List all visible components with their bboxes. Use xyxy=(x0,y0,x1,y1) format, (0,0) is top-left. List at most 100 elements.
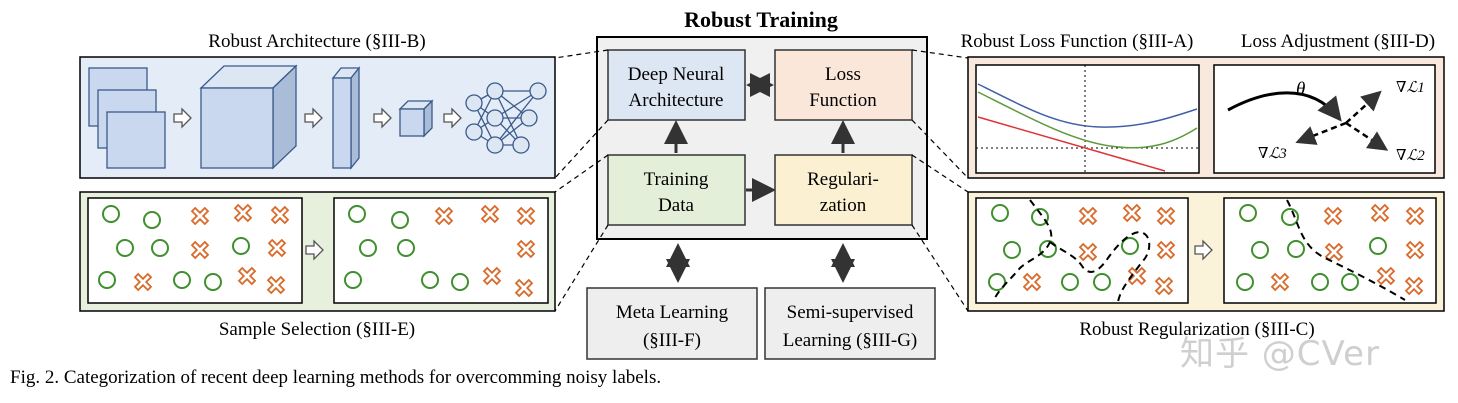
loss-line2: Function xyxy=(809,90,877,111)
clean-sample-circle xyxy=(151,239,169,257)
dashed-connectors xyxy=(554,49,969,312)
dnn-line1: Deep Neural xyxy=(628,64,725,85)
figure-caption: Fig. 2. Categorization of recent deep le… xyxy=(10,367,662,388)
robust-architecture-title: Robust Architecture (§III-B) xyxy=(208,31,425,52)
clean-sample-circle xyxy=(421,271,439,289)
noisy-sample-cross xyxy=(434,206,454,226)
clean-sample-circle xyxy=(1061,273,1079,291)
noisy-sample-cross xyxy=(1127,266,1147,286)
samples-after xyxy=(344,204,536,298)
clean-sample-circle xyxy=(1251,241,1269,259)
box-regularization: Regulari- zation xyxy=(774,154,913,226)
smooth-decision-boundary xyxy=(1286,199,1406,301)
noisy-sample-cross xyxy=(1270,272,1290,292)
data-line2: Data xyxy=(658,195,694,216)
robust-loss-function-title: Robust Loss Function (§III-A) xyxy=(961,31,1194,52)
clean-sample-circle xyxy=(1031,208,1049,226)
clean-sample-circle xyxy=(1093,273,1111,291)
clean-sample-circle xyxy=(1239,204,1257,222)
robust-regularization-title: Robust Regularization (§III-C) xyxy=(1079,319,1314,340)
noisy-sample-cross xyxy=(516,206,536,226)
clean-sample-circle xyxy=(1121,237,1139,255)
clean-sample-circle xyxy=(143,211,161,229)
noisy-sample-cross xyxy=(133,272,153,292)
clean-sample-circle xyxy=(173,271,191,289)
semi-line2: Learning (§III-G) xyxy=(783,330,918,351)
noisy-sample-cross xyxy=(1324,242,1344,262)
meta-line1: Meta Learning xyxy=(616,302,729,323)
noisy-sample-cross xyxy=(1078,242,1098,262)
noisy-sample-cross xyxy=(1078,206,1098,226)
clean-sample-circle xyxy=(1039,240,1057,258)
box-deep-neural-architecture: Deep Neural Architecture xyxy=(607,49,746,121)
loss-adjustment-title: Loss Adjustment (§III-D) xyxy=(1241,31,1435,52)
clean-sample-circle xyxy=(204,273,222,291)
hollow-arrow-selection xyxy=(305,239,324,261)
clean-sample-circle xyxy=(232,237,250,255)
noisy-sample-cross xyxy=(1122,203,1142,223)
clean-sample-circle xyxy=(1369,237,1387,255)
noisy-sample-cross xyxy=(237,266,257,286)
noisy-sample-cross xyxy=(1154,276,1174,296)
noisy-sample-cross xyxy=(1022,272,1042,292)
data-line1: Training xyxy=(644,169,709,190)
noisy-sample-cross xyxy=(270,205,290,225)
clean-sample-circle xyxy=(991,204,1009,222)
noisy-sample-cross xyxy=(190,206,210,226)
noisy-sample-cross xyxy=(480,204,500,224)
gradient-adjustment-illustration xyxy=(1227,90,1389,151)
clean-sample-circle xyxy=(102,205,120,223)
clean-sample-circle xyxy=(1341,273,1359,291)
robust-training-title: Robust Training xyxy=(684,7,838,32)
clean-sample-circle xyxy=(348,205,366,223)
box-meta-learning: Meta Learning (§III-F) xyxy=(586,287,758,360)
box-loss-function: Loss Function xyxy=(774,49,913,121)
noisy-sample-cross xyxy=(1156,240,1176,260)
clean-sample-circle xyxy=(359,239,377,257)
reg-line1: Regulari- xyxy=(807,169,879,190)
dnn-line2: Architecture xyxy=(629,90,724,111)
noisy-sample-cross xyxy=(1156,206,1176,226)
noisy-sample-cross xyxy=(1376,266,1396,286)
box-training-data: Training Data xyxy=(607,154,746,226)
clean-sample-circle xyxy=(397,239,415,257)
clean-sample-circle xyxy=(98,271,116,289)
noisy-sample-cross xyxy=(1405,206,1425,226)
loss-line1: Loss xyxy=(825,64,861,85)
reg-samples-after xyxy=(1236,203,1425,296)
noisy-sample-cross xyxy=(1404,276,1424,296)
noisy-sample-cross xyxy=(516,239,536,259)
neural-network-icon xyxy=(465,82,547,154)
clean-sample-circle xyxy=(391,211,409,229)
loss-curves xyxy=(976,65,1199,173)
noisy-sample-cross xyxy=(1323,206,1343,226)
noisy-sample-cross xyxy=(266,275,286,295)
meta-line2: (§III-F) xyxy=(643,330,701,351)
grad-l3-label: ∇ℒ3 xyxy=(1258,146,1287,162)
clean-sample-circle xyxy=(1236,273,1254,291)
noisy-sample-cross xyxy=(190,240,210,260)
watermark: 知乎 @CVer xyxy=(1180,334,1381,374)
noisy-sample-cross xyxy=(233,203,253,223)
grad-l2-label: ∇ℒ2 xyxy=(1396,148,1425,164)
noisy-sample-cross xyxy=(1370,203,1390,223)
box-semi-supervised: Semi-supervised Learning (§III-G) xyxy=(764,287,936,360)
complex-decision-boundary xyxy=(993,199,1151,303)
theta-label: θ xyxy=(1296,79,1305,100)
noisy-sample-cross xyxy=(1405,240,1425,260)
clean-sample-circle xyxy=(116,239,134,257)
clean-sample-circle xyxy=(451,273,469,291)
clean-sample-circle xyxy=(1311,273,1329,291)
samples-before xyxy=(98,203,290,295)
sample-selection-title: Sample Selection (§III-E) xyxy=(219,319,415,340)
clean-sample-circle xyxy=(988,273,1006,291)
hollow-arrow-regularization xyxy=(1194,239,1213,261)
noisy-sample-cross xyxy=(514,278,534,298)
clean-sample-circle xyxy=(1003,241,1021,259)
grad-l1-label: ∇ℒ1 xyxy=(1396,80,1425,96)
architecture-illustration xyxy=(88,64,434,170)
reg-samples-before xyxy=(988,203,1176,296)
noisy-sample-cross xyxy=(267,238,287,258)
clean-sample-circle xyxy=(344,271,362,289)
